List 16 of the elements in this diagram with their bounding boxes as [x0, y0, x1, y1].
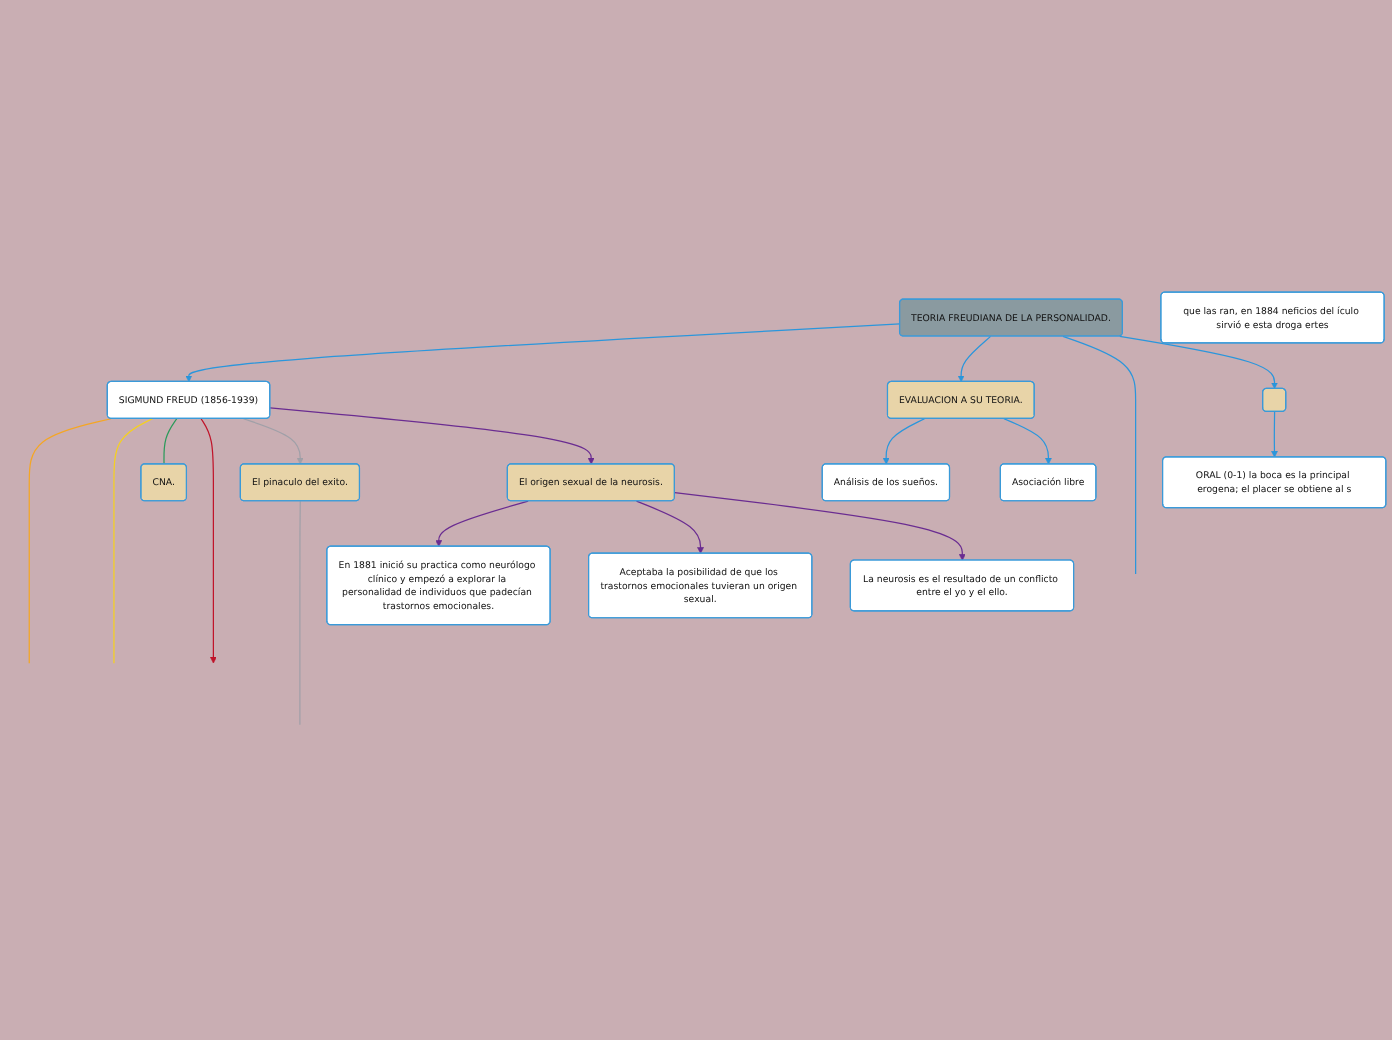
arrow: [1003, 418, 1052, 465]
connector: [113, 418, 153, 664]
arrow: [957, 335, 992, 383]
arrow: [269, 407, 595, 465]
connector: [163, 418, 178, 465]
arrow: [185, 323, 901, 383]
arrow: [674, 492, 966, 561]
arrow: [882, 418, 926, 465]
connector: [1062, 335, 1137, 575]
arrow: [1271, 411, 1278, 458]
arrow: [435, 500, 529, 547]
arrow: [1119, 335, 1278, 390]
connector: [28, 418, 112, 664]
arrow: [242, 418, 304, 465]
arrow: [635, 500, 704, 554]
arrow: [200, 418, 217, 664]
